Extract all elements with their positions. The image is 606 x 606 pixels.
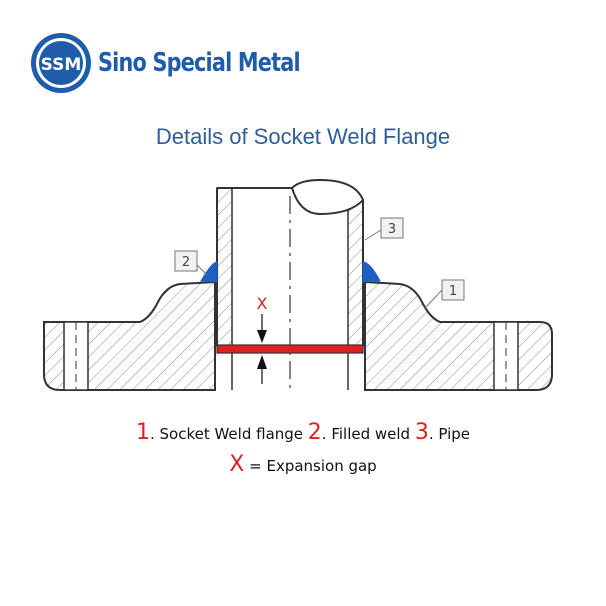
expansion-gap-bar [216,344,364,354]
callout-label-2: 2 [182,255,190,270]
gap-marker-label: X [257,294,268,313]
page-title: Details of Socket Weld Flange [155,124,451,149]
legend-num-1: 1 [135,420,150,445]
gap-arrow-bottom-head [257,355,267,369]
legend-num-2: 2 [307,420,322,445]
badge-text: SSM [41,55,82,75]
callout-label-3: 3 [388,222,396,237]
pipe-break-line [217,178,365,216]
ssm-badge-icon: SSM [31,33,91,93]
callout-label-1: 1 [449,284,457,299]
callout-leader-2 [196,264,208,276]
gap-arrow-top-head [257,330,267,343]
callout-box-3 [380,217,404,239]
legend-text-3: . Pipe [428,425,471,443]
legend-gap-symbol: X [229,452,245,477]
legend-gap: X = Expansion gap [0,452,606,477]
callout-box-2 [174,250,198,272]
legend-text-1: . Socket Weld flange [149,425,308,443]
callout-leader-3 [364,229,382,241]
legend-parts: 1. Socket Weld flange 2. Filled weld 3. … [0,420,606,445]
legend-text-2: . Filled weld [321,425,415,443]
brand-name: Sino Special Metal [98,48,301,78]
legend-gap-text: = Expansion gap [244,457,377,475]
pipe-wall-left [216,187,233,347]
legend-num-3: 3 [414,420,429,445]
fillet-weld-left [200,261,218,283]
brand-logo: SSM Sino Special Metal [30,30,350,96]
pipe-wall-right [347,199,364,347]
fillet-weld-right [362,261,381,283]
callout-leader-1 [424,289,443,309]
